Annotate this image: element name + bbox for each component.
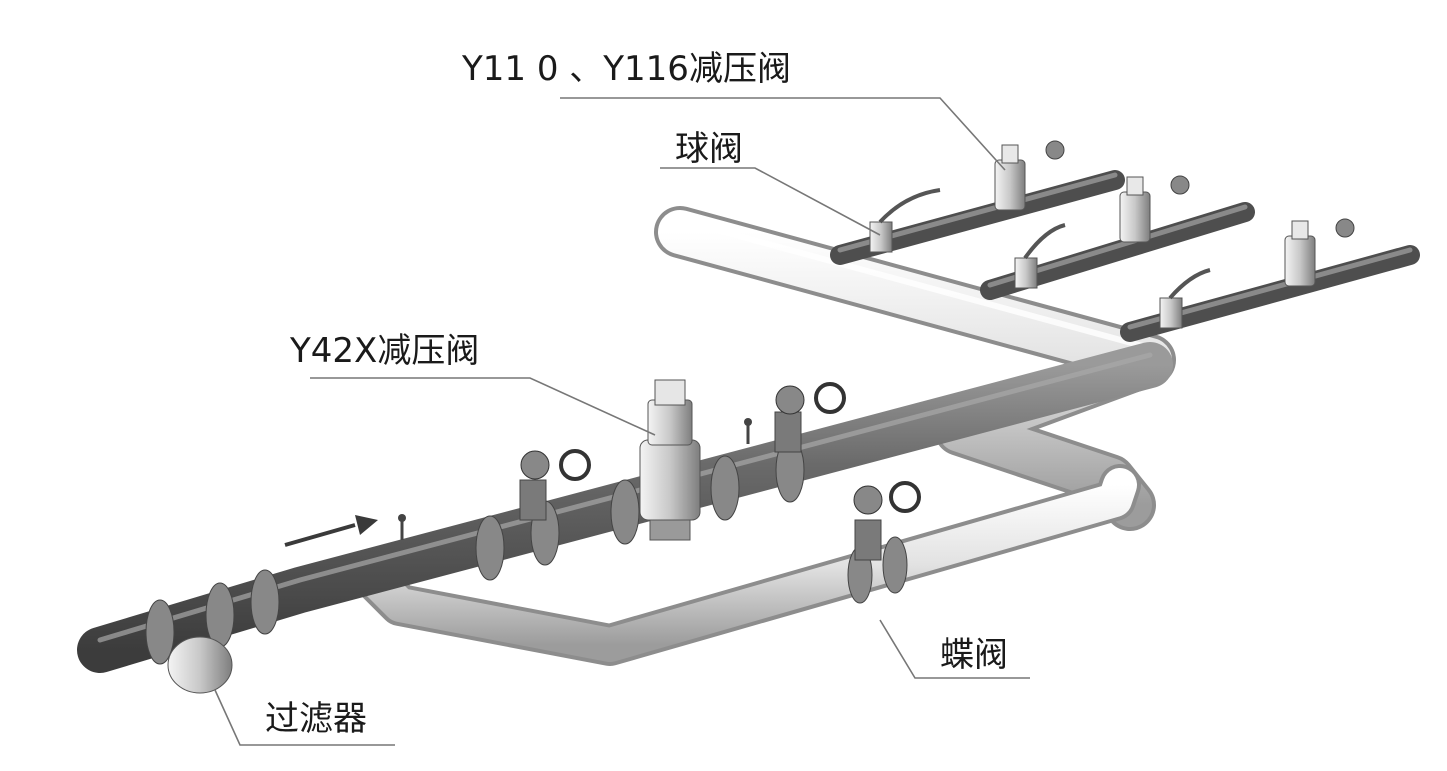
bypass-pipe bbox=[354, 464, 1141, 666]
label-ball-valve: 球阀 bbox=[675, 129, 743, 169]
leader-ball-valve bbox=[660, 167, 881, 236]
butterfly-valves bbox=[519, 382, 921, 561]
leader-butterfly bbox=[879, 619, 1030, 679]
branch-ball-valves bbox=[869, 188, 1211, 329]
leader-main-valve bbox=[310, 377, 656, 436]
label-filter: 过滤器 bbox=[265, 699, 367, 739]
label-top-valves: Y11 0 、Y116减压阀 bbox=[461, 49, 791, 89]
branch-pressure-valves bbox=[994, 140, 1355, 287]
label-main-valve: Y42X减压阀 bbox=[289, 331, 479, 371]
gauges bbox=[398, 418, 752, 540]
leader-lines bbox=[214, 97, 1030, 746]
filter bbox=[167, 636, 233, 694]
main-pressure-valve bbox=[639, 379, 701, 541]
flanges bbox=[145, 437, 908, 665]
label-butterfly-valve: 蝶阀 bbox=[940, 635, 1008, 675]
flow-arrow-icon bbox=[284, 515, 378, 547]
leader-filter bbox=[214, 689, 395, 746]
leader-top-valves bbox=[560, 97, 1006, 171]
